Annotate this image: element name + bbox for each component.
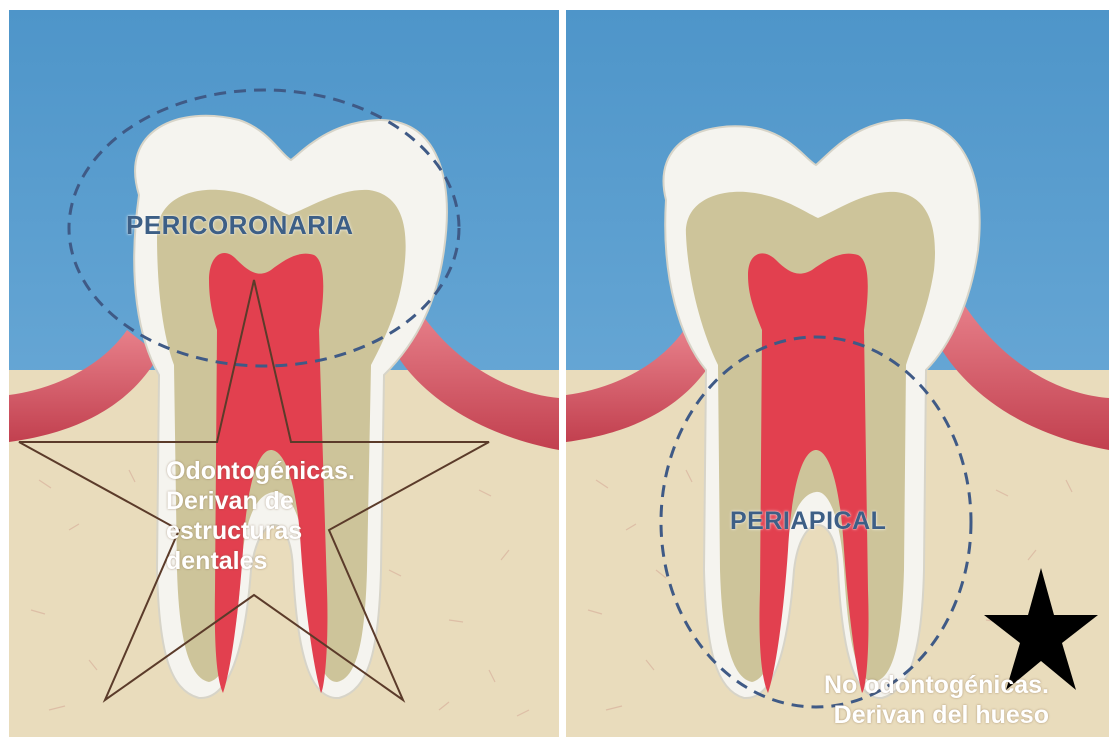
note-line: Odontogénicas. xyxy=(166,456,355,486)
right-panel: PERIAPICAL No odontogénicas. Derivan del… xyxy=(566,10,1109,737)
left-panel: PERICORONARIA Odontogénicas. Derivan de … xyxy=(9,10,559,737)
pericoronaria-label: PERICORONARIA xyxy=(126,210,354,241)
periapical-label: PERIAPICAL xyxy=(730,507,886,536)
note-line: Derivan de xyxy=(166,486,355,516)
odontogenic-note: Odontogénicas. Derivan de estructuras de… xyxy=(166,456,355,576)
non-odontogenic-note: No odontogénicas. Derivan del hueso xyxy=(824,670,1049,730)
note-line: No odontogénicas. xyxy=(824,670,1049,700)
note-line: dentales xyxy=(166,546,355,576)
left-tooth-illustration xyxy=(9,10,559,737)
note-line: Derivan del hueso xyxy=(824,700,1049,730)
note-line: estructuras xyxy=(166,516,355,546)
right-tooth-illustration xyxy=(566,10,1109,737)
